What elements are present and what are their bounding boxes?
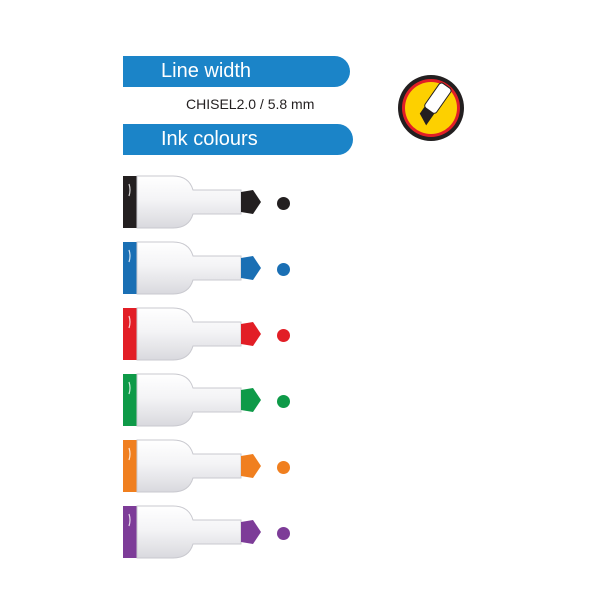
swatch-blue: [277, 263, 290, 276]
swatch-black: [277, 197, 290, 210]
marker-black: [123, 175, 261, 229]
ink-colours-label: Ink colours: [161, 128, 258, 150]
chisel-tip-icon: [398, 75, 464, 141]
swatch-violet: [277, 527, 290, 540]
swatch-green: [277, 395, 290, 408]
marker-blue: [123, 241, 261, 295]
line-width-label: Line width: [161, 60, 252, 82]
line-width-spec: CHISEL2.0 / 5.8 mm: [186, 96, 315, 112]
marker-green: [123, 373, 261, 427]
marker-violet: [123, 505, 261, 559]
marker-orange: [123, 439, 261, 493]
swatch-orange: [277, 461, 290, 474]
swatch-red: [277, 329, 290, 342]
marker-red: [123, 307, 261, 361]
ink-colours-banner: Ink colours: [123, 124, 353, 155]
line-width-banner: Line width: [123, 56, 350, 87]
